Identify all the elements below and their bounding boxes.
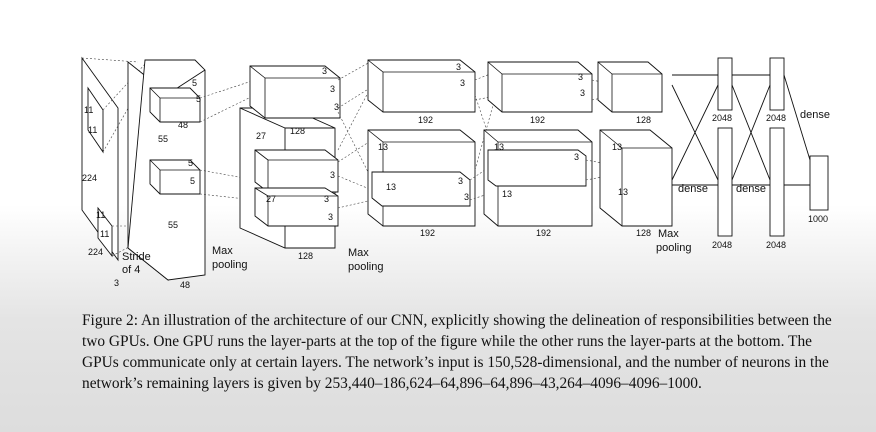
- label-input-h: 224: [82, 173, 97, 183]
- label-c2-k-c: 3: [334, 102, 339, 112]
- label-c5-top-d: 128: [636, 115, 651, 125]
- label-input-k3: 11: [96, 210, 105, 220]
- label-c1-bot-k1: 5: [188, 158, 193, 168]
- label-c3-top-d: 192: [418, 115, 433, 125]
- caption-text: An illustration of the architecture of o…: [82, 312, 832, 392]
- label-c1-d: 48: [180, 280, 190, 290]
- label-c3-k-d: 3: [464, 192, 469, 202]
- label-input-k4: 11: [100, 229, 109, 239]
- label-c3-k-c: 3: [458, 176, 463, 186]
- label-input-k2: 11: [88, 125, 97, 135]
- label-out: 1000: [808, 214, 828, 224]
- label-maxpool3-1: Max: [658, 228, 679, 240]
- label-c3-k-a: 3: [456, 62, 461, 72]
- label-maxpool2-1: Max: [348, 247, 369, 259]
- caption-label: Figure 2:: [82, 312, 139, 329]
- label-c4-k-a: 3: [578, 72, 583, 82]
- label-c1-top-k1: 5: [192, 78, 197, 88]
- fc-layers: [671, 57, 829, 237]
- label-c4-bot-k: 13: [502, 189, 512, 199]
- label-c5-bot-side2: 13: [618, 187, 628, 197]
- label-fc1-top: 2048: [712, 113, 732, 123]
- label-c2-top-side: 27: [256, 131, 266, 141]
- label-c3-bot-d: 192: [420, 228, 435, 238]
- label-c2-top-d: 128: [290, 126, 305, 136]
- label-c5-bot-d: 128: [636, 228, 651, 238]
- label-c2-bot-side: 27: [266, 194, 276, 204]
- label-dense-c: dense: [800, 109, 830, 121]
- architecture-diagram: 11 11 224 11 11 224 Stride of 4 3 5 5 48…: [81, 56, 830, 290]
- label-c4-k-b: 3: [580, 88, 585, 98]
- label-input-w: 224: [88, 247, 103, 257]
- label-stride-2: of 4: [122, 264, 140, 276]
- label-fc2-bot: 2048: [766, 240, 786, 250]
- label-input-k1: 11: [84, 105, 93, 115]
- label-dense-b: dense: [736, 183, 766, 195]
- label-maxpool1-1: Max: [212, 245, 233, 257]
- label-c5-bot-side: 13: [612, 142, 622, 152]
- label-c3-k-b: 3: [460, 78, 465, 88]
- label-c4-bot-side: 13: [494, 142, 504, 152]
- label-maxpool2-2: pooling: [348, 261, 383, 273]
- conv2-layer: [239, 61, 373, 249]
- label-c1-bot-k2: 5: [190, 176, 195, 186]
- input-layer: [81, 56, 169, 262]
- label-c3-bot-k: 13: [386, 182, 396, 192]
- label-c2-k-f: 3: [328, 212, 333, 222]
- label-c4-k-c: 3: [574, 152, 579, 162]
- label-c2-k-a: 3: [322, 66, 327, 76]
- conv5-layer: [597, 61, 673, 227]
- label-c4-top-d: 192: [530, 115, 545, 125]
- label-maxpool1-2: pooling: [212, 259, 247, 271]
- label-c4-bot-d: 192: [536, 228, 551, 238]
- label-c2-k-e: 3: [324, 194, 329, 204]
- label-c1-w: 55: [168, 220, 178, 230]
- label-c2-k-d: 3: [330, 170, 335, 180]
- label-fc2-top: 2048: [766, 113, 786, 123]
- label-fc1-bot: 2048: [712, 240, 732, 250]
- diagram-labels: 11 11 224 11 11 224 Stride of 4 3 5 5 48…: [82, 62, 830, 290]
- label-c3-bot-side: 13: [378, 142, 388, 152]
- label-c1-top-d: 48: [178, 120, 188, 130]
- label-c2-k-b: 3: [330, 84, 335, 94]
- label-c2-bot-d: 128: [298, 251, 313, 261]
- label-input-d: 3: [114, 278, 119, 288]
- label-dense-a: dense: [678, 183, 708, 195]
- label-c1-top-k2: 5: [196, 94, 201, 104]
- label-maxpool3-2: pooling: [656, 242, 691, 254]
- label-stride-1: Stride: [122, 251, 151, 263]
- conv4-layer: [483, 61, 641, 227]
- figure-caption: Figure 2: An illustration of the archite…: [82, 310, 842, 394]
- conv1-layer: [127, 59, 256, 281]
- label-c1-h: 55: [158, 134, 168, 144]
